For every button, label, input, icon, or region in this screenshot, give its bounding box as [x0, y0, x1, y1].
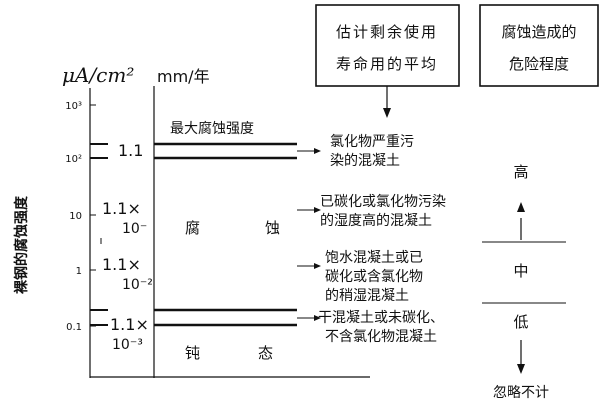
zone-passive-char-2: 态	[258, 344, 273, 362]
y-axis-label-group: 裸钢的腐蚀强度	[13, 195, 30, 294]
band-lines	[154, 142, 297, 327]
y-ticks: 10³ 10² 10 1 0.1	[65, 101, 102, 333]
condition-arrows	[297, 148, 321, 321]
condition-1-line-2: 染的混凝土	[330, 153, 400, 169]
zone-corrosion-char-1: 腐	[185, 219, 200, 237]
header-down-arrow	[383, 86, 391, 118]
zone-corrosion-char-2: 蚀	[265, 219, 280, 237]
danger-level-high: 高	[513, 163, 528, 181]
condition-2-line-1: 已碳化或氯化物污染	[320, 194, 446, 210]
unit-left: μA/cm²	[62, 63, 134, 87]
rate-label-3-line-2: 10⁻²	[122, 277, 153, 293]
condition-4: 干混凝土或未碳化、 不含氯化物混凝土	[318, 310, 444, 345]
condition-2-line-2: 的湿度高的混凝土	[320, 212, 432, 229]
zone-passive-char-1: 钝	[185, 344, 200, 362]
y-tick-label: 10³	[65, 101, 82, 112]
rate-label-2-line-2: 10⁻	[122, 221, 147, 237]
y-tick-label: 0.1	[66, 322, 82, 333]
rate-label-3-line-1: 1.1×	[102, 255, 141, 274]
danger-scale: 高 中 低 忽略不计	[482, 163, 566, 401]
header-box-danger-degree: 腐蚀造成的 危险程度	[479, 4, 599, 87]
rate-label-2-line-1: 1.1×	[102, 199, 141, 218]
rate-label-4-line-1: 1.1×	[110, 315, 149, 334]
condition-1: 氯化物严重污 染的混凝土	[330, 134, 414, 169]
rate-label-1: 1.1	[118, 141, 143, 160]
condition-1-line-1: 氯化物严重污	[330, 134, 414, 150]
header-box-danger-degree-line-1: 腐蚀造成的	[501, 23, 576, 41]
rate-label-4-line-2: 10⁻³	[112, 337, 143, 353]
header-box-remaining-life-line-1: 估计剩余使用	[336, 23, 438, 41]
condition-3: 饱水混凝土或已 碳化或含氯化物 的稍湿混凝土	[325, 250, 423, 304]
y-tick-label: 10²	[65, 154, 82, 165]
unit-right: mm/年	[157, 67, 210, 86]
max-corrosion-label: 最大腐蚀强度	[170, 120, 254, 137]
condition-3-line-2: 碳化或含氯化物	[325, 269, 423, 285]
danger-level-negligible: 忽略不计	[493, 385, 549, 401]
y-tick-label: 1	[76, 266, 82, 277]
y-axis-label: 裸钢的腐蚀强度	[13, 195, 30, 294]
condition-2: 已碳化或氯化物污染 的湿度高的混凝土	[320, 194, 446, 229]
header-box-remaining-life: 估计剩余使用 寿命用的平均	[315, 4, 460, 87]
header-box-remaining-life-line-2: 寿命用的平均	[336, 55, 438, 73]
y-tick-label: 10	[69, 211, 82, 222]
condition-4-line-1: 干混凝土或未碳化、	[318, 310, 444, 326]
left-band-marks	[90, 143, 108, 326]
danger-level-medium: 中	[513, 262, 528, 280]
danger-level-low: 低	[513, 313, 528, 331]
condition-3-line-3: 的稍湿混凝土	[325, 288, 409, 304]
condition-4-line-2: 不含氯化物混凝土	[325, 329, 437, 345]
condition-3-line-1: 饱水混凝土或已	[325, 250, 423, 266]
header-box-danger-degree-line-2: 危险程度	[509, 55, 569, 73]
